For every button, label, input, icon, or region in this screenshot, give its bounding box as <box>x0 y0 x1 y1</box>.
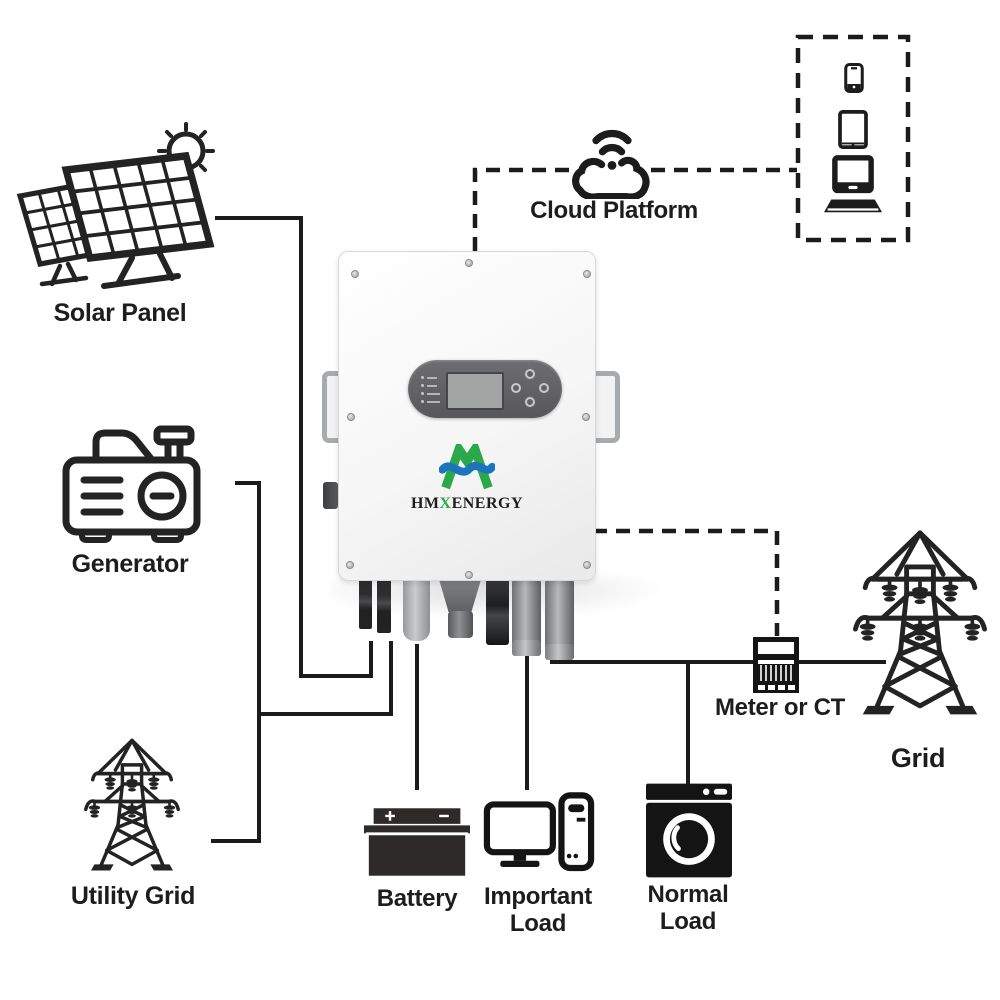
important-load-label: Important Load <box>408 883 668 937</box>
inverter-button-right <box>539 383 549 393</box>
important-load-line2: Load <box>509 910 567 937</box>
screw-icon <box>583 561 591 569</box>
brand-prefix: HM <box>410 495 440 512</box>
devices-box <box>795 34 911 243</box>
wire-solar <box>215 216 373 678</box>
screw-icon <box>465 259 473 267</box>
wifi-cloud-icon <box>572 129 650 201</box>
solar-panel-icon <box>16 122 215 289</box>
utility-grid-label: Utility Grid <box>70 882 196 910</box>
energy-meter-icon <box>753 637 799 693</box>
battery-connector-icon <box>403 579 430 641</box>
meter-node <box>753 637 799 700</box>
laptop-icon <box>824 155 882 213</box>
brand-logo-icon <box>339 439 595 497</box>
inverter-control-panel <box>408 360 562 418</box>
normal-load-line2: Load <box>659 908 717 935</box>
inverter-side-switch <box>323 482 338 509</box>
wire-cloud-left <box>472 167 576 251</box>
screw-icon <box>351 270 359 278</box>
important-load-node <box>483 792 595 883</box>
normal-load-line1: Normal <box>647 881 729 908</box>
screw-icon <box>346 561 354 569</box>
cable-gland-nut-icon <box>448 611 473 638</box>
grid-label: Grid <box>890 743 946 773</box>
solar-panel-node <box>8 118 223 303</box>
generator-node <box>62 420 202 549</box>
tablet-node <box>838 110 868 154</box>
wire-gen-branch <box>259 641 393 716</box>
generator-icon <box>62 425 201 543</box>
normal-load-node <box>646 783 732 883</box>
cloud-platform-node <box>572 123 652 204</box>
pv-connector-icon <box>377 579 391 633</box>
screw-icon <box>583 270 591 278</box>
inverter-button-down <box>525 397 535 407</box>
transmission-tower-icon <box>853 525 987 721</box>
washing-machine-icon <box>646 783 732 878</box>
cloud-platform-label: Cloud Platform <box>530 197 698 224</box>
meter-label: Meter or CT <box>714 694 846 721</box>
important-load-line1: Important <box>484 883 592 910</box>
wire-ct-signal <box>593 528 780 636</box>
inverter-button-up <box>525 369 535 379</box>
solar-panel-label: Solar Panel <box>53 299 187 327</box>
com-connector-icon <box>486 579 509 645</box>
brand-name: HMXENERGY <box>339 495 595 513</box>
wire-ac-main <box>550 655 886 664</box>
pv-connector-icon <box>359 579 372 629</box>
desktop-computer-icon <box>483 792 595 872</box>
smartphone-node <box>844 63 864 98</box>
hybrid-inverter: HMXENERGY <box>338 251 596 581</box>
screw-icon <box>465 571 473 579</box>
inverter-lcd-screen <box>446 372 504 410</box>
screw-icon <box>347 413 355 421</box>
transmission-tower-icon <box>84 738 180 873</box>
laptop-node <box>824 152 882 223</box>
ac-connector-collar <box>545 644 574 660</box>
wire-generator-utility <box>211 481 261 843</box>
inverter-button-left <box>511 383 521 393</box>
tablet-icon <box>838 110 868 149</box>
ac-connector-collar <box>512 640 541 656</box>
normal-load-label: Normal Load <box>558 881 818 935</box>
battery-node <box>364 808 470 881</box>
generator-label: Generator <box>71 550 189 578</box>
smartphone-icon <box>844 63 864 93</box>
screw-icon <box>582 413 590 421</box>
brand-accent: X <box>439 495 452 512</box>
utility-grid-node <box>84 735 180 880</box>
battery-icon <box>364 808 470 876</box>
battery-label: Battery <box>376 885 458 912</box>
brand-suffix: ENERGY <box>451 495 524 512</box>
